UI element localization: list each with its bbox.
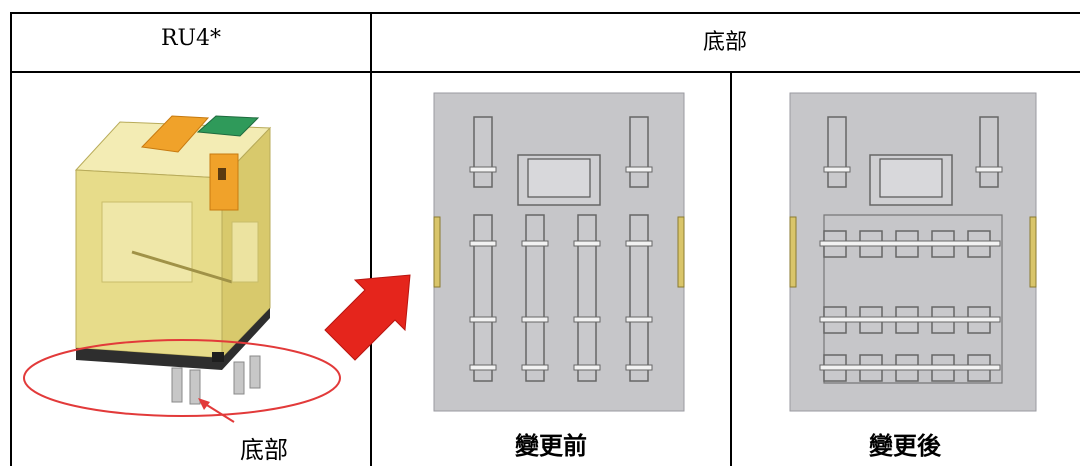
table-header-divider	[10, 71, 1080, 73]
relay-image	[23, 115, 341, 423]
relay-bottom-caption: 底部	[240, 436, 288, 464]
after-change-caption: 變更後	[869, 432, 941, 460]
base-before-image	[433, 92, 685, 412]
table-border-left	[10, 12, 12, 466]
before-change-caption: 變更前	[515, 432, 587, 460]
table-subcolumn-divider	[730, 72, 732, 466]
table-column-divider	[370, 12, 372, 466]
bottom-header: 底部	[702, 30, 747, 55]
red-arrow-icon	[324, 274, 411, 361]
model-header: RU4*	[160, 26, 222, 51]
table-border-top	[10, 12, 1080, 14]
base-after-image	[789, 92, 1037, 412]
